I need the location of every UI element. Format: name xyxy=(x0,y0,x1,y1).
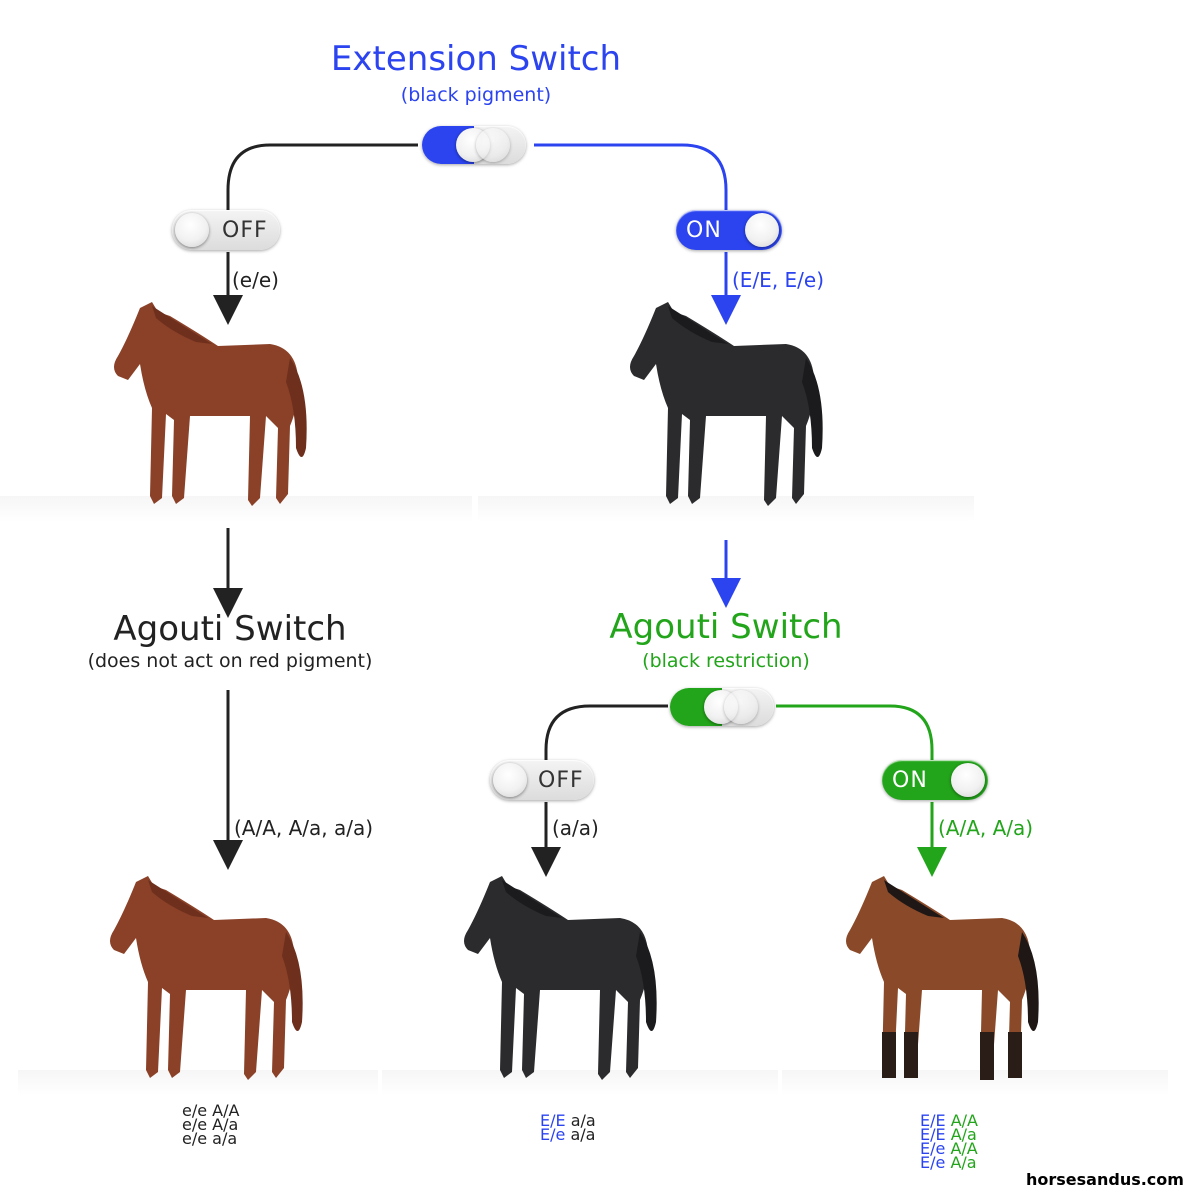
extension-off-label: OFF xyxy=(222,218,268,243)
extension-main-toggle xyxy=(422,126,526,164)
agouti-off-branch xyxy=(544,704,668,762)
genotype-row: E/e A/A xyxy=(920,1139,978,1158)
genotype-row: E/e a/a xyxy=(540,1125,596,1144)
extension-subtitle: (black pigment) xyxy=(400,84,552,106)
agouti-right-title: Agouti Switch xyxy=(609,607,843,647)
extension-off-genotype: (e/e) xyxy=(232,268,279,292)
horse-icon xyxy=(114,302,307,506)
floor-shadow xyxy=(0,496,472,522)
genotype-row: E/E A/a xyxy=(920,1125,977,1144)
horse-icon xyxy=(110,876,303,1080)
agouti-left-genotype: (A/A, A/a, a/a) xyxy=(234,816,374,840)
genotype-row: E/e A/a xyxy=(920,1153,977,1172)
extension-off-branch xyxy=(226,143,418,210)
genotype-row: e/e A/A xyxy=(182,1101,240,1120)
extension-on-toggle: ON xyxy=(676,210,782,250)
extension-on-genotype: (E/E, E/e) xyxy=(732,268,825,292)
extension-title: Extension Switch xyxy=(330,39,622,79)
horse-icon xyxy=(630,302,823,506)
genotype-row: E/E A/A xyxy=(920,1111,978,1130)
floor-shadow xyxy=(18,1070,378,1096)
agouti-on-toggle: ON xyxy=(882,760,988,800)
agouti-main-toggle xyxy=(670,688,774,726)
floor-shadow xyxy=(478,496,974,522)
watermark: horsesandus.com xyxy=(1026,1170,1184,1189)
extension-off-toggle: OFF xyxy=(172,210,280,250)
black-genotypes: E/E a/a E/e a/a xyxy=(540,1111,596,1144)
agouti-left-subtitle: (does not act on red pigment) xyxy=(87,650,373,672)
floor-shadow xyxy=(382,1070,778,1096)
agouti-on-label: ON xyxy=(892,768,928,793)
genotype-row: e/e a/a xyxy=(182,1129,238,1148)
genotype-row: e/e A/a xyxy=(182,1115,239,1134)
agouti-right-subtitle: (black restriction) xyxy=(642,650,810,672)
horse-icon xyxy=(464,876,657,1080)
agouti-off-label: OFF xyxy=(538,768,584,793)
extension-on-branch xyxy=(534,143,728,210)
agouti-off-genotype: (a/a) xyxy=(552,816,599,840)
agouti-on-genotype: (A/A, A/a) xyxy=(938,816,1034,840)
floor-shadow xyxy=(782,1070,1168,1096)
bay-genotypes: E/E A/A E/E A/a E/e A/A E/e A/a xyxy=(920,1111,978,1172)
extension-on-label: ON xyxy=(686,218,722,243)
agouti-on-branch xyxy=(776,704,934,762)
agouti-left-title: Agouti Switch xyxy=(113,609,347,649)
chestnut-genotypes: e/e A/A e/e A/a e/e a/a xyxy=(182,1101,240,1148)
agouti-off-toggle: OFF xyxy=(490,760,594,800)
horse-icon xyxy=(846,876,1039,1080)
genotype-row: E/E a/a xyxy=(540,1111,596,1130)
